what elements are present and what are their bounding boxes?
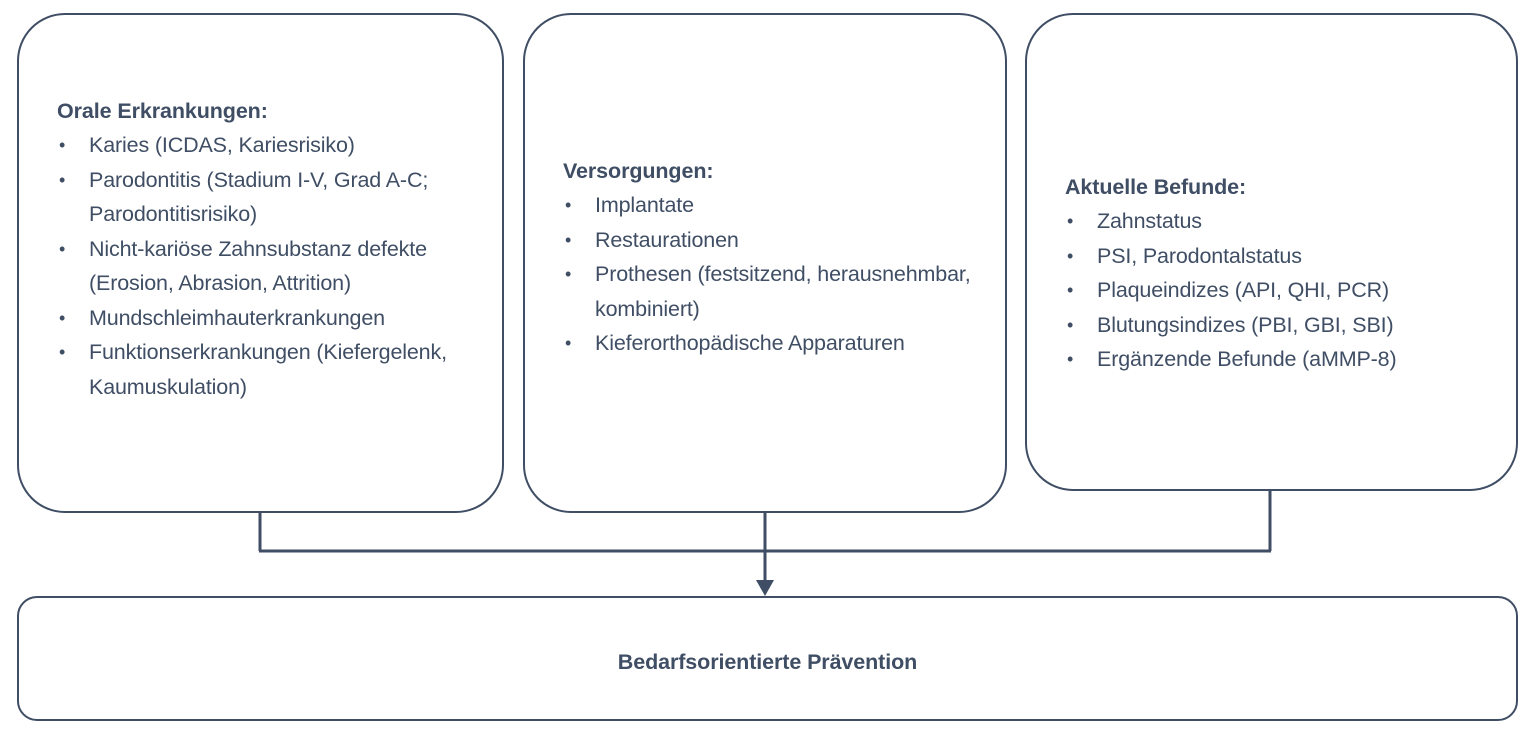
box-orale-erkrankungen-heading: Orale Erkrankungen: — [57, 99, 268, 123]
box-aktuelle-befunde: Aktuelle Befunde: Zahnstatus PSI, Parodo… — [1025, 13, 1518, 491]
box-aktuelle-befunde-list: Zahnstatus PSI, Parodontalstatus Plaquei… — [1065, 204, 1492, 377]
box-orale-erkrankungen: Orale Erkrankungen: Karies (ICDAS, Karie… — [17, 13, 504, 513]
list-item: Mundschleimhauterkrankungen — [57, 301, 478, 336]
list-item: Implantate — [563, 188, 981, 223]
list-item: Funktionserkrankungen (Kiefergelenk, Kau… — [57, 335, 478, 404]
box-versorgungen-list: Implantate Restaurationen Prothesen (fes… — [563, 188, 981, 361]
box-aktuelle-befunde-heading: Aktuelle Befunde: — [1065, 175, 1247, 199]
list-item: PSI, Parodontalstatus — [1065, 239, 1492, 274]
box-orale-erkrankungen-list: Karies (ICDAS, Kariesrisiko) Parodontiti… — [57, 128, 478, 404]
list-item: Nicht-kariöse Zahnsubstanz defekte (Eros… — [57, 232, 478, 301]
list-item: Karies (ICDAS, Kariesrisiko) — [57, 128, 478, 163]
box-orale-erkrankungen-content: Orale Erkrankungen: Karies (ICDAS, Karie… — [19, 97, 502, 404]
list-item: Zahnstatus — [1065, 204, 1492, 239]
list-item: Restaurationen — [563, 223, 981, 258]
box-versorgungen: Versorgungen: Implantate Restaurationen … — [523, 13, 1007, 513]
list-item: Blutungsindizes (PBI, GBI, SBI) — [1065, 308, 1492, 343]
box-bedarfsorientierte-praevention: Bedarfsorientierte Prävention — [17, 596, 1518, 721]
box-versorgungen-heading: Versorgungen: — [563, 159, 714, 183]
box-versorgungen-content: Versorgungen: Implantate Restaurationen … — [525, 157, 1005, 361]
list-item: Ergänzende Befunde (aMMP-8) — [1065, 342, 1492, 377]
list-item: Plaqueindizes (API, QHI, PCR) — [1065, 273, 1492, 308]
list-item: Parodontitis (Stadium I-V, Grad A-C; Par… — [57, 163, 478, 232]
box-aktuelle-befunde-content: Aktuelle Befunde: Zahnstatus PSI, Parodo… — [1027, 173, 1516, 377]
result-label: Bedarfsorientierte Prävention — [617, 650, 918, 674]
connector-arrowhead — [756, 580, 774, 596]
list-item: Kieferorthopädische Apparaturen — [563, 326, 981, 361]
list-item: Prothesen (festsitzend, herausnehmbar, k… — [563, 257, 981, 326]
